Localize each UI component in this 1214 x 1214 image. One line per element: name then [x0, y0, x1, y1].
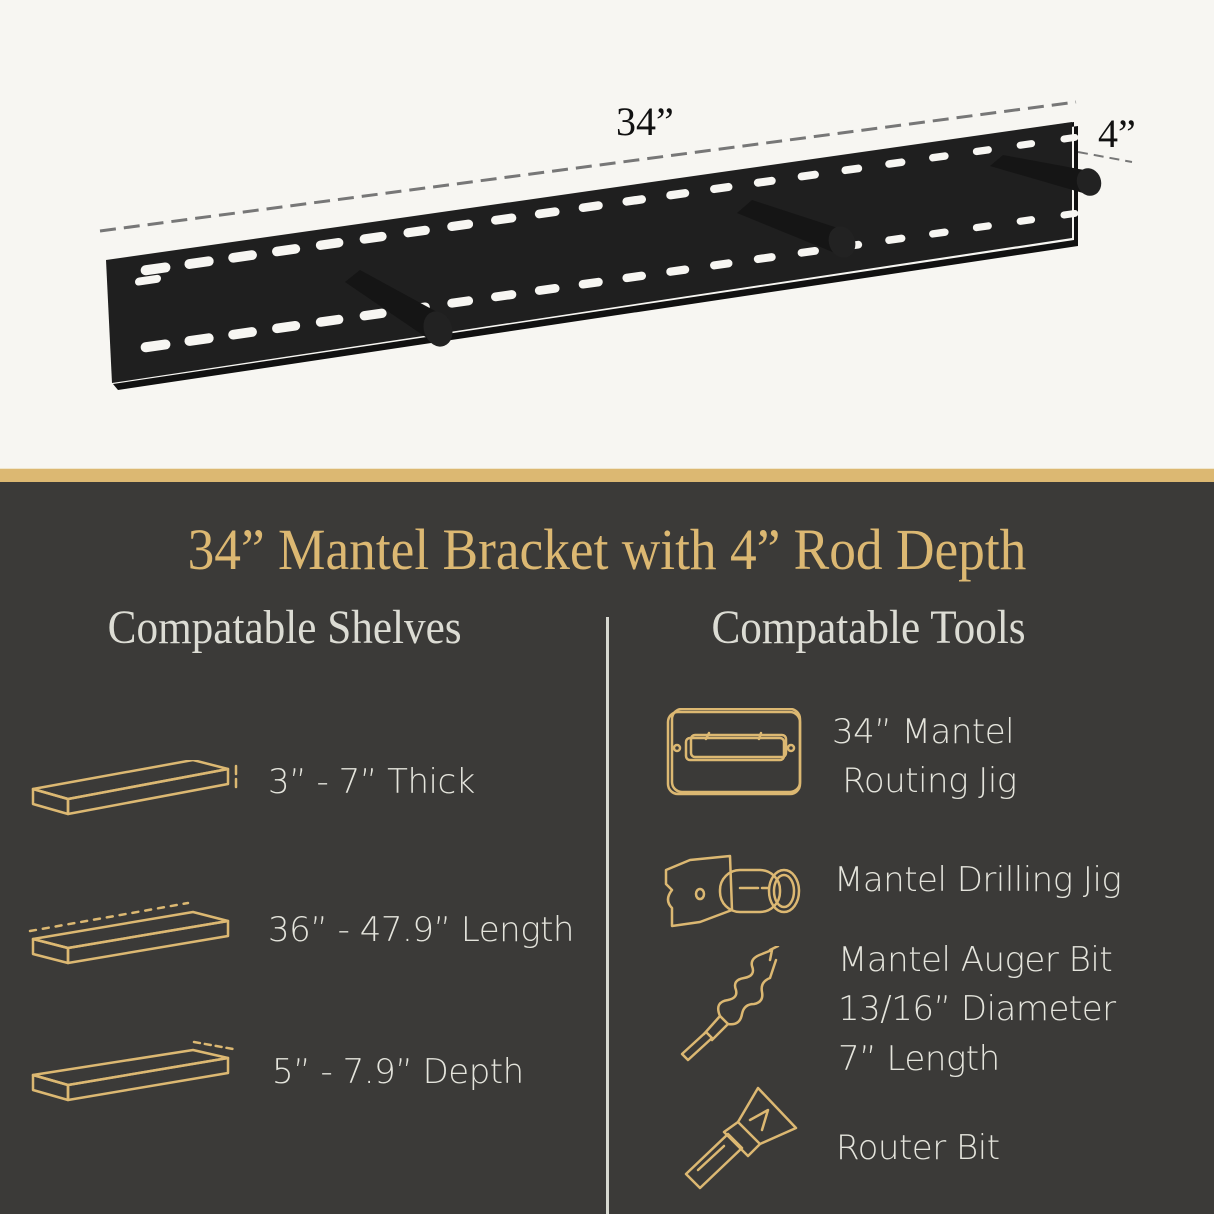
rod-right	[990, 155, 1102, 196]
product-title: 34” Mantel Bracket with 4” Rod Depth	[187, 517, 1027, 582]
rod-middle	[737, 200, 856, 258]
shelf-thickness-icon	[31, 760, 238, 816]
routing-jig-label: 34” Mantel Routing Jig	[832, 712, 1017, 802]
router-bit-icon	[684, 1086, 798, 1190]
routing-jig-icon	[666, 708, 802, 796]
shelf-length-label: 36” - 47.9” Length	[268, 910, 574, 950]
gold-separator-band	[0, 468, 1214, 483]
column-divider	[606, 617, 609, 1214]
depth-dimension-label: 4”	[1098, 111, 1136, 156]
router-bit-label: Router Bit	[836, 1128, 1000, 1168]
shelf-length-icon	[28, 901, 230, 965]
drilling-jig-icon	[664, 854, 801, 928]
shelf-depth-label: 5” - 7.9” Depth	[272, 1052, 524, 1092]
auger-bit-icon	[680, 946, 780, 1062]
length-dimension-label: 34”	[616, 99, 674, 144]
tools-heading: Compatable Tools	[711, 601, 1026, 654]
mantel-bracket-illustration	[99, 100, 1133, 390]
auger-bit-label: Mantel Auger Bit 13/16” Diameter 7” Leng…	[838, 940, 1116, 1079]
drilling-jig-label: Mantel Drilling Jig	[834, 860, 1122, 900]
rod-left	[345, 270, 453, 347]
product-image-area: 34” 4”	[0, 0, 1214, 468]
shelf-depth-icon	[31, 1040, 235, 1102]
shelf-thickness-label: 3” - 7” Thick	[268, 762, 475, 802]
shelves-heading: Compatable Shelves	[107, 601, 462, 654]
